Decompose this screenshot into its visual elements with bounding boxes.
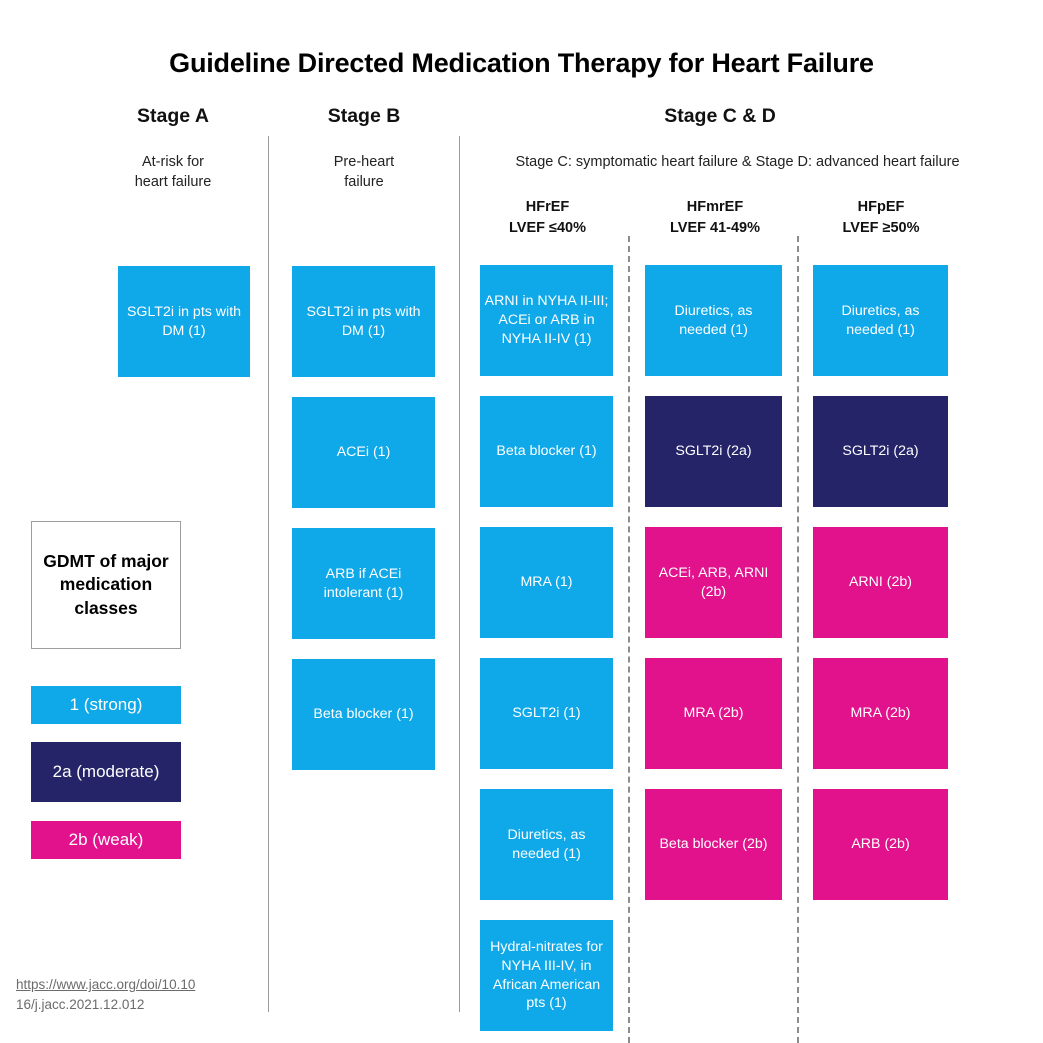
source-citation[interactable]: https://www.jacc.org/doi/10.10 16/j.jacc…: [16, 975, 266, 1016]
ef-name-hfref: HFrEF: [525, 199, 570, 215]
medication-box-stage-a-1: SGLT2i in pts with DM (1): [118, 266, 250, 377]
medication-box-hfmref-3: ACEi, ARB, ARNI (2b): [645, 527, 782, 638]
medication-box-hfpef-5: ARB (2b): [813, 789, 948, 900]
stage-cd-note: Stage C: symptomatic heart failure & Sta…: [515, 154, 960, 170]
medication-box-hfpef-3: ARNI (2b): [813, 527, 948, 638]
ef-lvef-hfmref: LVEF 41-49%: [670, 220, 760, 237]
legend-swatch-moderate: 2a (moderate): [31, 742, 181, 802]
medication-box-hfmref-4: MRA (2b): [645, 658, 782, 769]
medication-box-hfmref-5: Beta blocker (2b): [645, 789, 782, 900]
stage-a-subtitle-line2: heart failure: [134, 174, 212, 190]
stage-a-heading: Stage A: [137, 105, 209, 127]
stage-cd-heading: Stage C & D: [664, 105, 776, 127]
ef-name-hfmref: HFmrEF: [686, 199, 744, 215]
ef-column-header-hfpef: HFpEF LVEF ≥50%: [812, 197, 950, 239]
divider-hfref-hfmref: [628, 236, 630, 1043]
legend-title-box: GDMT of major medication classes: [31, 521, 181, 649]
medication-box-hfref-4: SGLT2i (1): [480, 658, 613, 769]
medication-box-hfref-5: Diuretics, as needed (1): [480, 789, 613, 900]
stage-b-subtitle-line2: failure: [344, 174, 384, 190]
medication-box-hfpef-2: SGLT2i (2a): [813, 396, 948, 507]
stage-a-subtitle-line1: At-risk for: [141, 154, 205, 170]
legend-swatch-weak: 2b (weak): [31, 821, 181, 859]
medication-box-hfmref-1: Diuretics, as needed (1): [645, 265, 782, 376]
medication-box-hfref-2: Beta blocker (1): [480, 396, 613, 507]
ef-lvef-hfpef: LVEF ≥50%: [842, 220, 920, 237]
medication-box-stage-b-1: SGLT2i in pts with DM (1): [292, 266, 435, 377]
medication-box-stage-b-2: ACEi (1): [292, 397, 435, 508]
ef-column-header-hfmref: HFmrEF LVEF 41-49%: [645, 197, 785, 239]
medication-box-stage-b-4: Beta blocker (1): [292, 659, 435, 770]
medication-box-hfref-1: ARNI in NYHA II-III; ACEi or ARB in NYHA…: [480, 265, 613, 376]
medication-box-hfref-6: Hydral-nitrates for NYHA III-IV, in Afri…: [480, 920, 613, 1031]
medication-box-stage-b-3: ARB if ACEi intolerant (1): [292, 528, 435, 639]
stage-a-subtitle: At-risk for heart failure: [78, 152, 268, 192]
ef-lvef-hfref: LVEF ≤40%: [509, 220, 586, 237]
ef-name-hfpef: HFpEF: [857, 199, 905, 215]
citation-line-1[interactable]: https://www.jacc.org/doi/10.10: [16, 977, 196, 992]
legend-swatch-strong: 1 (strong): [31, 686, 181, 724]
stage-b-subtitle-line1: Pre-heart: [333, 154, 395, 170]
divider-hfmref-hfpef: [797, 236, 799, 1043]
ef-column-header-hfref: HFrEF LVEF ≤40%: [480, 197, 615, 239]
medication-box-hfref-3: MRA (1): [480, 527, 613, 638]
stage-b-heading: Stage B: [327, 105, 401, 127]
medication-box-hfpef-4: MRA (2b): [813, 658, 948, 769]
medication-box-hfpef-1: Diuretics, as needed (1): [813, 265, 948, 376]
stage-b-subtitle: Pre-heart failure: [268, 152, 460, 192]
divider-stage-a-b: [268, 136, 269, 1012]
medication-box-hfmref-2: SGLT2i (2a): [645, 396, 782, 507]
citation-line-2[interactable]: 16/j.jacc.2021.12.012: [16, 997, 145, 1013]
page-title: Guideline Directed Medication Therapy fo…: [169, 48, 874, 78]
divider-stage-b-cd: [459, 136, 460, 1012]
